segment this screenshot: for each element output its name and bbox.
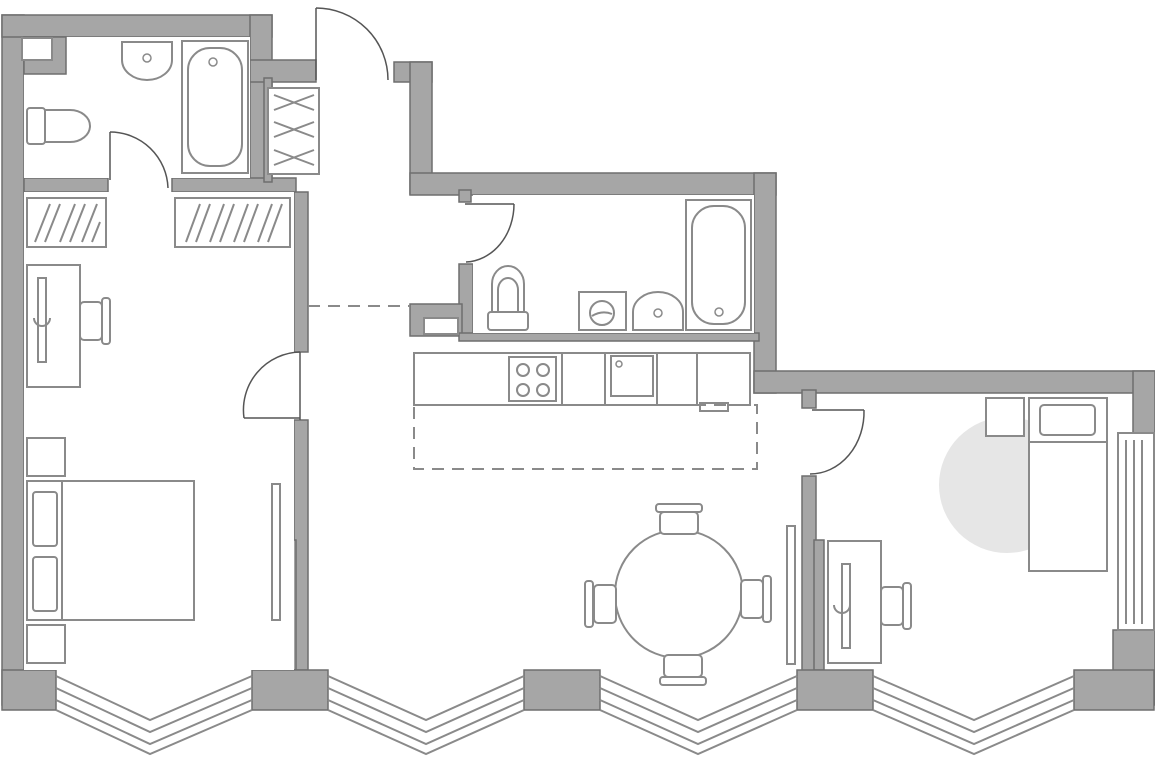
wardrobe-left-icon <box>26 197 107 248</box>
vent-shaft-icon <box>21 37 53 61</box>
wall-bath-bottom-left <box>23 177 109 193</box>
pier-bottom-3 <box>523 669 601 711</box>
bathroom-1 <box>26 40 249 174</box>
chair-kids-icon <box>880 582 912 630</box>
window-1-icon <box>55 675 253 756</box>
chair-icon <box>79 297 111 345</box>
double-bed-icon <box>26 480 195 621</box>
kids-room <box>827 397 1155 664</box>
wall-second-bath-right <box>753 172 777 394</box>
island-zone <box>413 404 758 470</box>
pier-bottom-2 <box>251 669 329 711</box>
nightstand-kids-icon <box>985 397 1025 437</box>
bedroom <box>26 197 291 664</box>
bathroom-2 <box>487 199 752 331</box>
dining-chair-top-icon <box>655 503 703 535</box>
tv-panel-icon <box>271 483 281 621</box>
dining-chair-right-icon <box>740 575 772 623</box>
bathroom-2-door-icon <box>465 203 515 263</box>
bathtub-icon <box>181 40 249 174</box>
round-table-icon <box>614 529 744 659</box>
wall-panel-icon <box>786 525 796 665</box>
bathroom-door-icon <box>109 131 169 189</box>
doors <box>109 7 865 475</box>
pier-bottom-left <box>1 669 57 711</box>
dining-chair-left-icon <box>584 580 617 628</box>
bedroom-door-icon <box>242 351 301 420</box>
wall-entry-top <box>249 59 317 83</box>
wall-bath2-door-jamb-top <box>458 189 472 203</box>
single-bed-icon <box>1028 397 1108 572</box>
washing-machine-icon <box>578 291 627 331</box>
toilet-icon <box>26 107 91 145</box>
washbasin-2-icon <box>632 291 684 331</box>
wall-bath-bottom-right <box>171 177 297 193</box>
toilet-2-icon <box>487 265 529 331</box>
wardrobe-right-icon <box>174 197 291 248</box>
entry-door-icon <box>315 7 389 81</box>
window-3-icon <box>599 675 798 756</box>
sink-icon <box>610 355 654 397</box>
dining <box>584 503 796 686</box>
fridge-icon <box>696 352 751 412</box>
kids-room-door-icon <box>809 409 865 475</box>
wall-kids-door-jamb <box>801 389 817 409</box>
nightstand-top-icon <box>26 437 66 477</box>
window-2-icon <box>327 675 525 756</box>
wall-bedroom-right-top <box>293 191 309 353</box>
wall-kids-left-jog <box>813 539 825 671</box>
desk-kids-icon <box>827 540 882 664</box>
dining-chair-bottom-icon <box>659 654 707 686</box>
window-4-icon <box>872 675 1075 756</box>
pier-bottom-4 <box>796 669 874 711</box>
wall-kids-right <box>1132 370 1155 434</box>
windows <box>55 675 1075 756</box>
bathtub-2-icon <box>685 199 752 331</box>
wall-top-bath <box>1 14 273 38</box>
desk-icon <box>26 264 81 388</box>
wall-bath2-bottom <box>458 332 760 342</box>
stove-icon <box>508 356 557 402</box>
side-window-icon <box>1117 432 1155 631</box>
wall-left <box>1 14 25 706</box>
pier-bottom-right <box>1073 669 1155 711</box>
nightstand-bottom-icon <box>26 624 66 664</box>
kitchen <box>413 352 758 470</box>
washbasin-icon <box>121 41 173 81</box>
vent-shaft-2-icon <box>423 317 459 335</box>
wardrobe-icon <box>267 87 320 175</box>
